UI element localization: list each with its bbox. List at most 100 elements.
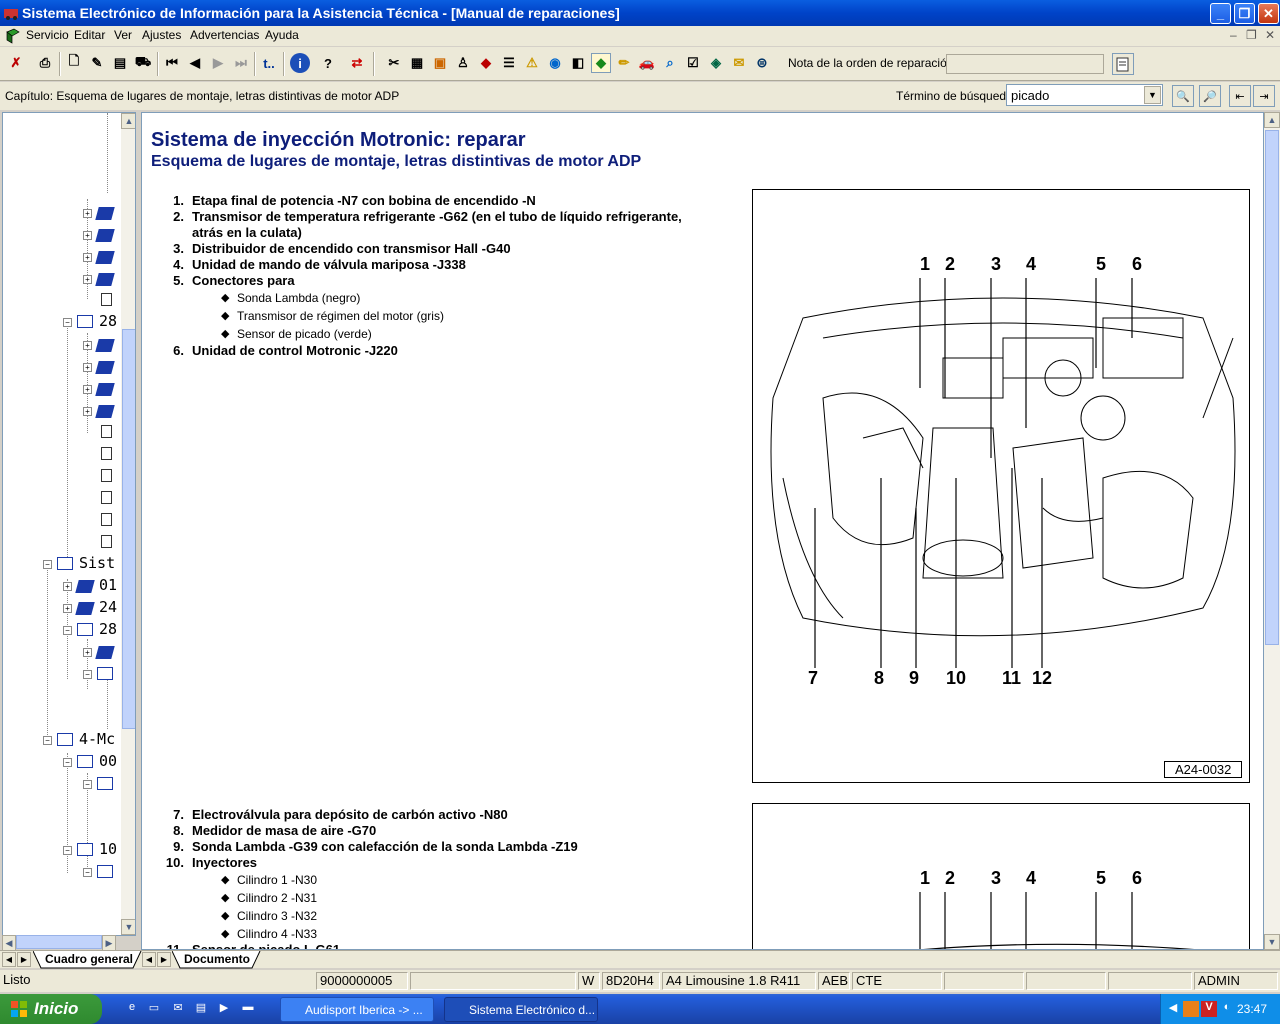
window-quicklaunch-icon[interactable]: ▬ bbox=[242, 1001, 254, 1013]
open-book-icon[interactable] bbox=[57, 733, 73, 746]
search-input[interactable]: picado▼ bbox=[1006, 84, 1163, 106]
close-button[interactable]: ✕ bbox=[1258, 3, 1279, 24]
menu-ver[interactable]: Ver bbox=[114, 28, 133, 42]
mdi-restore-button[interactable]: ❐ bbox=[1246, 28, 1257, 42]
ie-quicklaunch-icon[interactable]: e bbox=[128, 1001, 136, 1013]
open-book-icon[interactable] bbox=[97, 865, 113, 878]
search-back-icon[interactable]: 🔎 bbox=[1199, 85, 1221, 107]
tree-node[interactable]: 00 bbox=[99, 752, 118, 770]
expand-panel-icon[interactable]: ⇥ bbox=[1253, 85, 1275, 107]
scroll-down-icon[interactable]: ▼ bbox=[121, 919, 135, 935]
book-icon[interactable] bbox=[95, 273, 115, 286]
menu-editar[interactable]: Editar bbox=[74, 28, 106, 42]
document-icon[interactable] bbox=[101, 513, 112, 526]
book-icon[interactable] bbox=[95, 339, 115, 352]
tab-right-icon[interactable]: ▶ bbox=[17, 952, 31, 967]
last-page-icon[interactable]: ⏭ bbox=[235, 55, 247, 70]
tree-node[interactable]: 4-Mc bbox=[79, 730, 116, 748]
tree-node[interactable]: Sist bbox=[79, 554, 116, 572]
doc-tab-left-icon[interactable]: ◀ bbox=[142, 952, 156, 967]
book-icon[interactable] bbox=[75, 602, 95, 615]
document-scrollbar[interactable]: ▲ ▼ bbox=[1264, 112, 1280, 950]
tree-node[interactable]: 28 bbox=[99, 312, 118, 330]
cut-icon[interactable]: ✂ bbox=[388, 55, 400, 70]
components-icon[interactable]: ▣ bbox=[433, 55, 447, 70]
gauge-icon[interactable]: ◧ bbox=[571, 55, 585, 70]
book-icon[interactable] bbox=[95, 383, 115, 396]
document-icon[interactable] bbox=[101, 491, 112, 504]
mechanic-icon[interactable]: ♙ bbox=[457, 55, 469, 70]
tray-app-icon[interactable] bbox=[1183, 1001, 1199, 1017]
calculator-icon[interactable]: ▦ bbox=[410, 55, 424, 70]
sphere-icon[interactable]: ⊜ bbox=[756, 55, 768, 70]
media-quicklaunch-icon[interactable]: ▶ bbox=[219, 1002, 229, 1014]
outlook-quicklaunch-icon[interactable]: ✉ bbox=[173, 1002, 183, 1014]
open-book-icon[interactable] bbox=[77, 623, 93, 636]
folder-quicklaunch-icon[interactable]: ▤ bbox=[195, 1002, 207, 1014]
doc-tab-right-icon[interactable]: ▶ bbox=[157, 952, 171, 967]
tab-overview[interactable]: Cuadro general bbox=[45, 952, 134, 966]
desktop-quicklaunch-icon[interactable]: ▭ bbox=[148, 1002, 160, 1014]
menu-advertencias[interactable]: Advertencias bbox=[190, 28, 260, 42]
scroll-up-icon[interactable]: ▲ bbox=[121, 113, 135, 129]
new-document-icon[interactable]: 🗋 bbox=[68, 53, 80, 68]
document-list-icon[interactable]: ▤ bbox=[113, 55, 127, 70]
tab-document[interactable]: Documento bbox=[184, 952, 250, 966]
next-page-icon[interactable]: ▶ bbox=[213, 55, 223, 70]
tray-network-icon[interactable]: ◐ bbox=[1223, 1001, 1231, 1013]
back-link-icon[interactable]: t.. bbox=[263, 55, 275, 71]
open-book-icon[interactable] bbox=[57, 557, 73, 570]
scroll-up-icon[interactable]: ▲ bbox=[1264, 112, 1280, 128]
print-icon[interactable]: ⎙ bbox=[39, 55, 51, 70]
repair-order-field[interactable] bbox=[946, 54, 1104, 74]
notes-icon[interactable]: ✉ bbox=[733, 55, 745, 70]
info-icon[interactable]: i bbox=[290, 53, 310, 73]
tree-scroll-right-icon[interactable]: ▶ bbox=[102, 935, 116, 951]
start-button[interactable]: Inicio bbox=[0, 994, 102, 1024]
chevron-down-icon[interactable]: ▼ bbox=[1144, 86, 1161, 104]
book-icon[interactable] bbox=[95, 229, 115, 242]
menu-ayuda[interactable]: Ayuda bbox=[265, 28, 299, 42]
edit-document-icon[interactable]: ✎ bbox=[91, 55, 103, 70]
tree-node[interactable]: 28 bbox=[99, 620, 118, 638]
tree-node[interactable]: 24 bbox=[99, 598, 118, 616]
book-icon[interactable] bbox=[95, 361, 115, 374]
scroll-thumb[interactable] bbox=[122, 329, 135, 729]
tray-arrow-icon[interactable]: ◀ bbox=[1168, 1002, 1178, 1014]
scroll-thumb[interactable] bbox=[1265, 130, 1279, 645]
open-book-icon[interactable] bbox=[97, 667, 113, 680]
search-vehicle-icon[interactable]: ⌕ bbox=[666, 55, 674, 70]
switch-icon[interactable]: ⇄ bbox=[351, 55, 363, 70]
exit-icon[interactable]: ✗ bbox=[10, 55, 22, 70]
tree-node[interactable]: 10 bbox=[99, 840, 118, 858]
task-browser[interactable]: Audisport Iberica -> ... bbox=[280, 997, 434, 1022]
open-book-icon[interactable] bbox=[77, 755, 93, 768]
previous-page-icon[interactable]: ◀ bbox=[190, 55, 200, 70]
book-icon[interactable] bbox=[95, 646, 115, 659]
repair-order-button[interactable] bbox=[1112, 53, 1134, 75]
warning-icon[interactable]: ⚠ bbox=[526, 55, 538, 70]
task-sistema[interactable]: Sistema Electrónico d... bbox=[444, 997, 598, 1022]
book-icon[interactable] bbox=[95, 405, 115, 418]
book-red-icon[interactable]: ◆ bbox=[481, 55, 491, 70]
mdi-close-button[interactable]: ✕ bbox=[1265, 28, 1276, 42]
tray-antivirus-icon[interactable]: V bbox=[1201, 1001, 1217, 1017]
tree-scrollbar[interactable]: ▲ ▼ bbox=[121, 113, 135, 935]
pencil-icon[interactable]: ✏ bbox=[618, 55, 630, 70]
minimize-button[interactable]: _ bbox=[1210, 3, 1231, 24]
open-book-icon[interactable] bbox=[77, 315, 93, 328]
tree-scroll-left-icon[interactable]: ◀ bbox=[2, 935, 16, 951]
book-menu-icon[interactable] bbox=[5, 28, 21, 44]
document-icon[interactable] bbox=[101, 535, 112, 548]
collapse-panel-icon[interactable]: ⇤ bbox=[1229, 85, 1251, 107]
menu-servicio[interactable]: Servicio bbox=[26, 28, 69, 42]
list-icon[interactable]: ☰ bbox=[503, 55, 515, 70]
document-icon[interactable] bbox=[101, 425, 112, 438]
document-icon[interactable] bbox=[101, 293, 112, 306]
menu-ajustes[interactable]: Ajustes bbox=[142, 28, 182, 42]
help-icon[interactable]: ? bbox=[324, 55, 332, 71]
book-icon[interactable] bbox=[95, 207, 115, 220]
open-book-icon[interactable] bbox=[77, 843, 93, 856]
first-page-icon[interactable]: ⏮ bbox=[166, 55, 178, 70]
checklist-icon[interactable]: ☑ bbox=[687, 55, 699, 70]
